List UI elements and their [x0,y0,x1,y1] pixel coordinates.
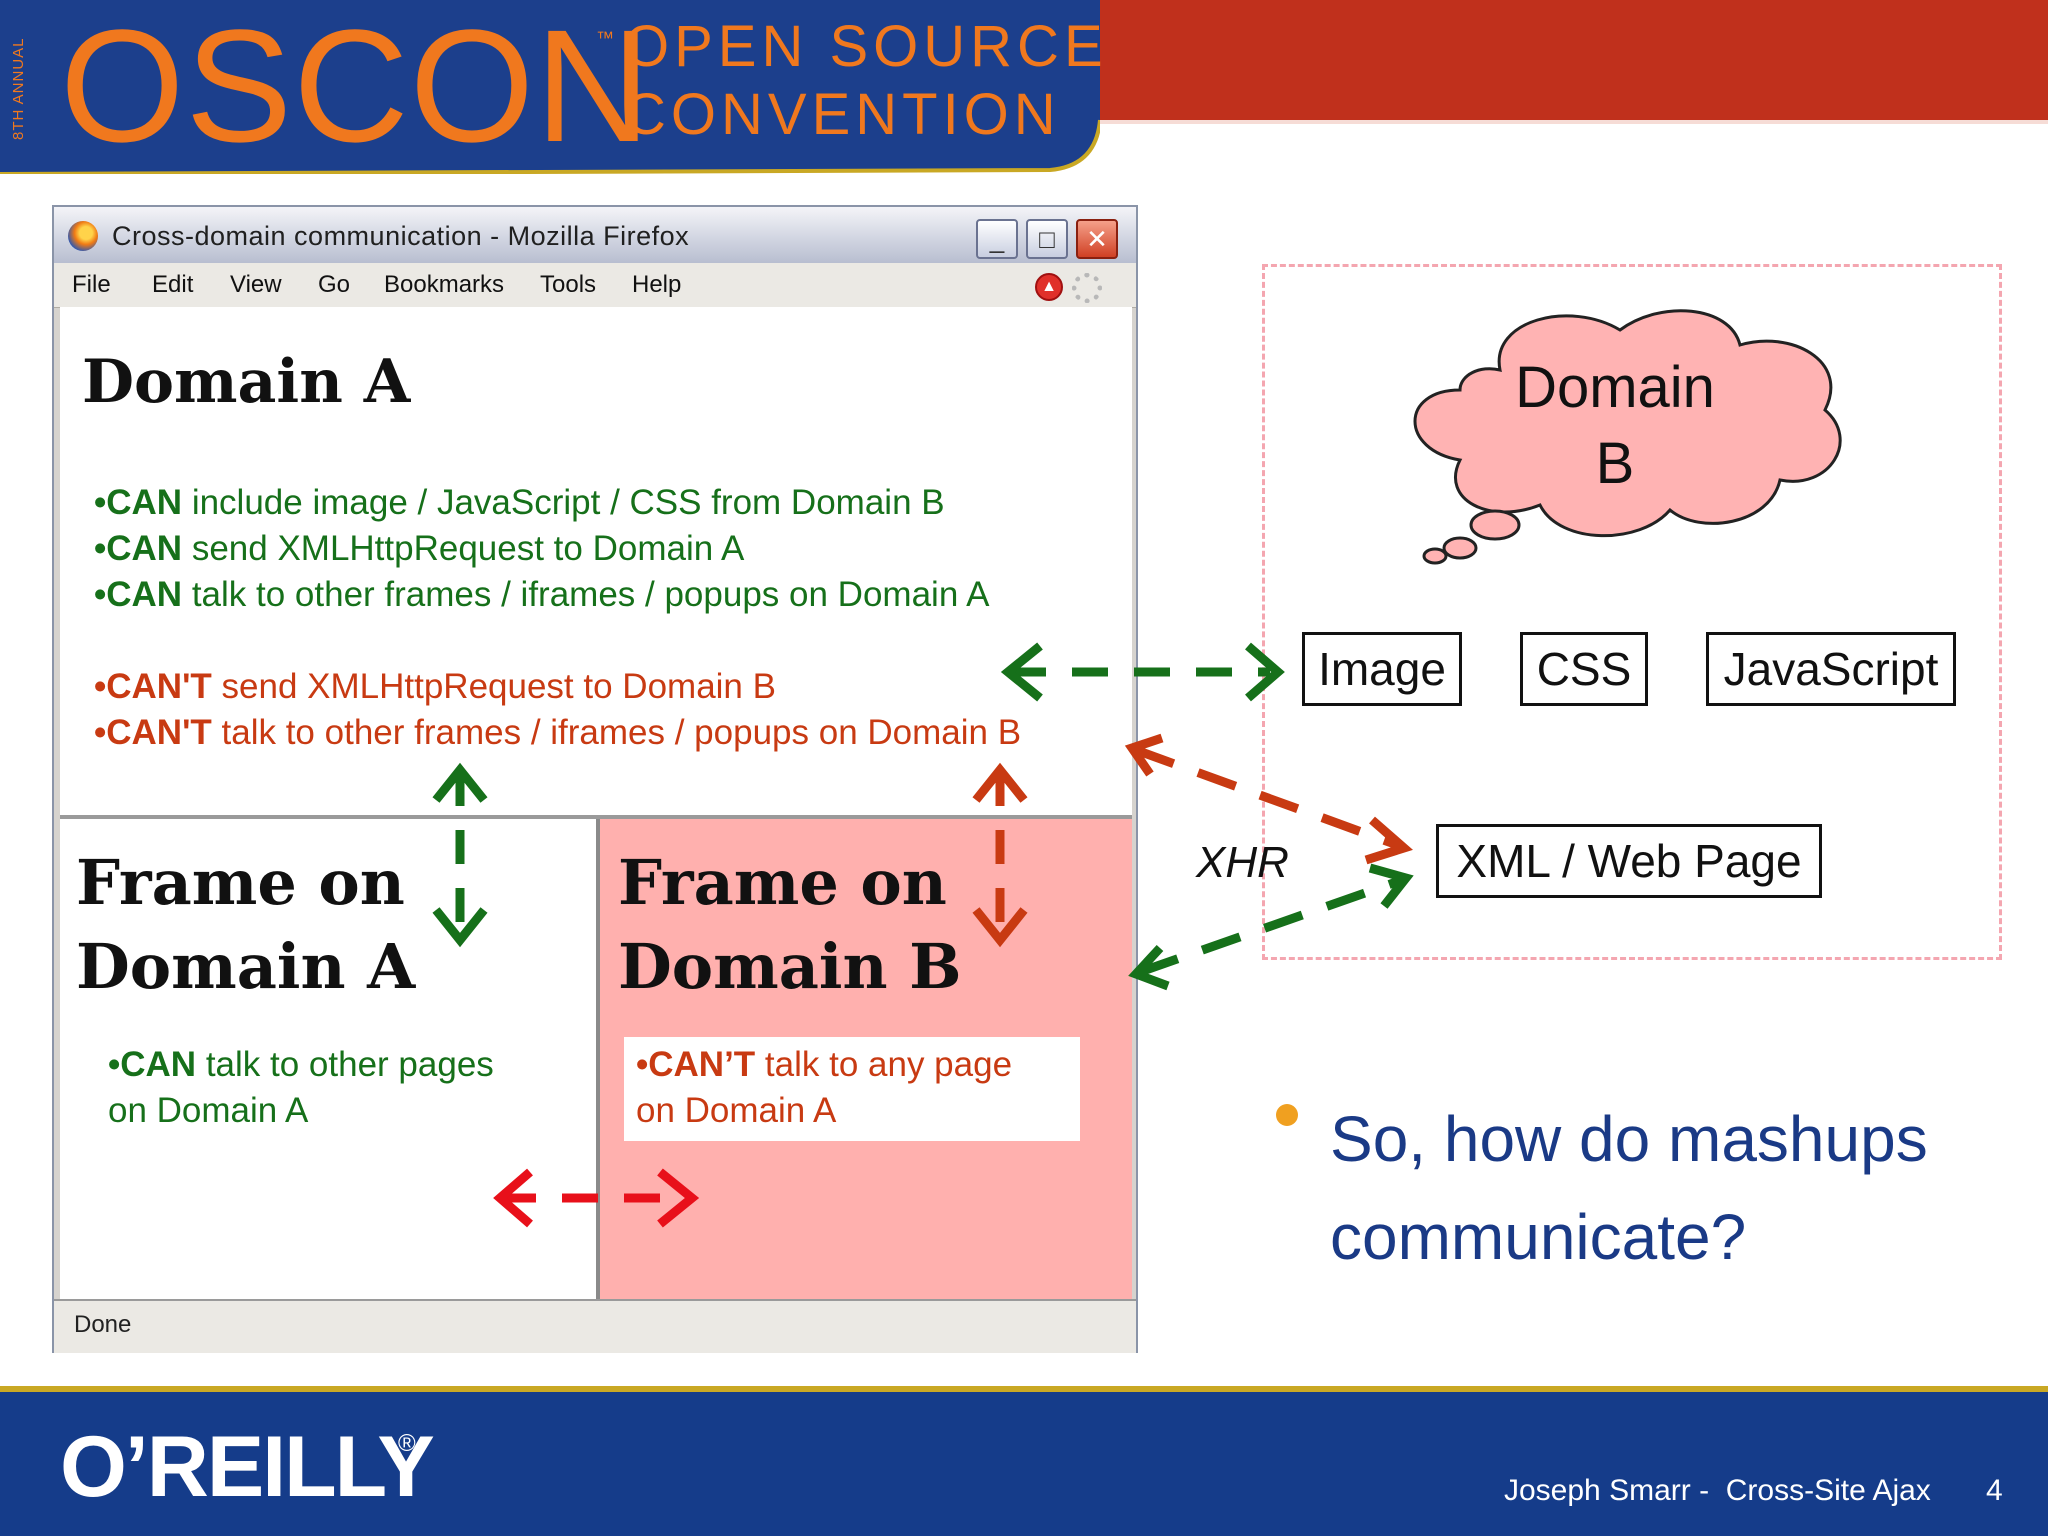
frame-b-cant-line1: •CAN’T talk to any page [636,1045,1013,1084]
frame-a-can-line2: on Domain A [108,1091,309,1130]
cloud-label-line1: Domain [1515,355,1715,420]
maximize-button[interactable]: □ [1026,219,1068,259]
trademark-mark: ™ [596,28,614,48]
window-title: Cross-domain communication - Mozilla Fir… [112,221,690,251]
frame-domain-a: Frame on Domain A •CAN talk to other pag… [60,819,600,1299]
arrow-head-right-red [1364,816,1413,865]
frame-a-title-line1: Frame on [76,846,405,919]
menu-edit[interactable]: Edit [152,271,194,298]
page-number: 4 [1986,1474,2003,1507]
arrow-head-up-red [972,762,1028,803]
menu-view[interactable]: View [230,271,282,298]
arrow-head-left-green [1000,642,1043,702]
arrow-frame-b-xml [1138,875,1404,977]
can-item: •CAN send XMLHttpRequest to Domain A [94,529,745,568]
xml-web-page-box: XML / Web Page [1436,824,1822,898]
arrow-head-down-green [432,907,488,948]
arrow-head-left-red [1124,733,1164,777]
can-item: •CAN talk to other frames / iframes / po… [94,575,990,614]
status-text: Done [74,1311,132,1338]
throbber-icon [1072,273,1102,303]
footer-bar [0,1392,2048,1536]
window-titlebar[interactable]: Cross-domain communication - Mozilla Fir… [54,207,1136,264]
domain-a-page: Domain A •CAN include image / JavaScript… [60,307,1132,819]
firefox-window: Cross-domain communication - Mozilla Fir… [52,205,1138,1353]
footer-divider [0,1386,2048,1392]
image-resource-box: Image [1302,632,1462,706]
frame-b-note-box: •CAN’T talk to any page on Domain A [624,1037,1080,1141]
oscon-logo: OSCON [60,0,652,175]
bullet-dot [1276,1104,1298,1126]
frame-a-can-line1: •CAN talk to other pages [108,1045,494,1084]
firefox-icon [68,221,98,251]
cant-item: •CAN'T talk to other frames / iframes / … [94,713,1022,752]
arrow-head-left-green2 [1128,944,1170,991]
frame-b-title-line1: Frame on [618,846,947,919]
arrow-head-right-red2 [657,1168,700,1228]
header-blue-tab [0,0,1100,174]
can-item: •CAN include image / JavaScript / CSS fr… [94,483,945,522]
frame-a-title-line2: Domain A [76,930,416,1003]
arrow-head-right-green2 [1368,863,1414,909]
arrow-domain-a-xml [1134,745,1402,851]
menu-tools[interactable]: Tools [540,271,597,298]
oreilly-logo: O’REILLY [60,1419,435,1515]
arrow-head-down-red [972,907,1028,948]
menu-help[interactable]: Help [632,271,682,298]
arrow-head-right-green [1245,642,1285,702]
frame-domain-b: Frame on Domain B •CAN’T talk to any pag… [600,819,1132,1299]
convention-subtitle-line2: CONVENTION [624,82,1061,147]
frame-b-title-line2: Domain B [618,930,962,1003]
convention-subtitle-line1: OPEN SOURCE [624,14,1108,79]
arrow-head-up-green [432,762,488,803]
header-separator [1100,120,2048,124]
menu-bar: File Edit View Go Bookmarks Tools Help ▲ [54,263,1136,308]
frame-b-cant-line2: on Domain A [636,1091,837,1130]
domain-b-region [1262,264,2002,960]
menu-go[interactable]: Go [318,271,351,298]
arrow-head-left-red2 [493,1168,533,1228]
thought-cloud [1413,309,1842,565]
domain-a-title: Domain A [82,347,411,417]
javascript-resource-box: JavaScript [1706,632,1956,706]
menu-file[interactable]: File [72,271,111,298]
status-bar: Done [54,1299,1136,1353]
registered-mark: ® [398,1430,416,1457]
cant-item: •CAN'T send XMLHttpRequest to Domain B [94,667,776,706]
cloud-label-line2: B [1595,431,1635,496]
stop-icon[interactable]: ▲ [1035,273,1063,301]
xhr-label: XHR [1196,838,1289,887]
minimize-button[interactable]: _ [976,219,1018,259]
close-button[interactable]: ✕ [1076,219,1118,259]
css-resource-box: CSS [1520,632,1648,706]
footer-author-title: Joseph Smarr - Cross-Site Ajax [1504,1474,1931,1507]
menu-bookmarks[interactable]: Bookmarks [384,271,505,298]
question-text: So, how do mashups communicate? [1330,1103,1928,1273]
